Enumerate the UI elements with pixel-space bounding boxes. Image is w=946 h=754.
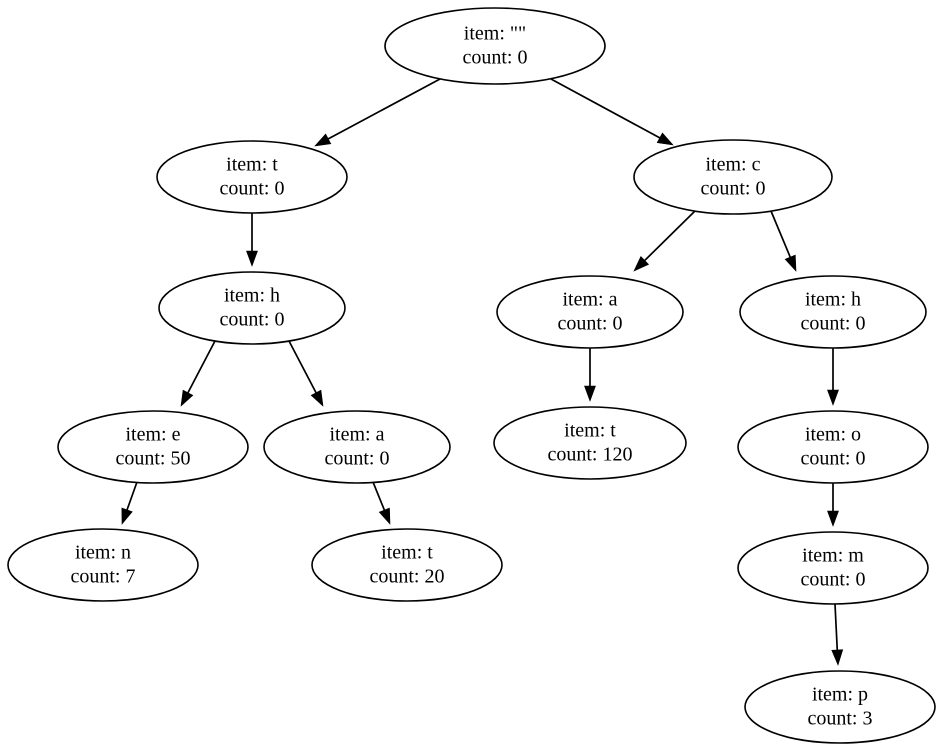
node-count-label: count: 50 bbox=[116, 448, 191, 470]
arrowhead-icon bbox=[784, 254, 797, 272]
node-ellipse bbox=[263, 410, 451, 484]
edge-a1-to-t2 bbox=[584, 348, 596, 402]
node-ellipse bbox=[7, 528, 199, 602]
node-item-label: item: a bbox=[330, 424, 385, 446]
node-item-label: item: n bbox=[75, 542, 131, 564]
node-item-label: item: o bbox=[805, 424, 861, 446]
graph-node-root[interactable]: item: ""count: 0 bbox=[384, 7, 606, 85]
arrowhead-icon bbox=[633, 256, 650, 272]
arrowhead-icon bbox=[378, 507, 391, 525]
edge-line bbox=[770, 210, 792, 258]
arrowhead-icon bbox=[180, 389, 194, 407]
node-ellipse bbox=[311, 528, 503, 602]
node-ellipse bbox=[737, 531, 929, 605]
node-count-label: count: 0 bbox=[463, 47, 528, 69]
edge-h1-to-e1 bbox=[180, 340, 216, 407]
arrowhead-icon bbox=[827, 389, 839, 406]
node-item-label: item: "" bbox=[464, 23, 526, 45]
edge-line bbox=[372, 481, 386, 511]
node-ellipse bbox=[57, 410, 249, 484]
node-count-label: count: 0 bbox=[220, 309, 285, 331]
node-count-label: count: 120 bbox=[548, 444, 633, 466]
node-count-label: count: 0 bbox=[220, 178, 285, 200]
node-ellipse bbox=[496, 275, 684, 349]
node-item-label: item: t bbox=[381, 542, 433, 564]
edge-e1-to-n1 bbox=[121, 481, 138, 525]
node-count-label: count: 0 bbox=[325, 448, 390, 470]
node-count-label: count: 3 bbox=[808, 708, 873, 730]
edge-c1-to-h2 bbox=[770, 210, 797, 272]
edge-h1-to-a2 bbox=[288, 340, 324, 407]
edge-root-to-c1 bbox=[550, 78, 674, 146]
node-ellipse bbox=[737, 410, 929, 484]
node-count-label: count: 0 bbox=[701, 178, 766, 200]
arrowhead-icon bbox=[310, 389, 324, 407]
node-ellipse bbox=[384, 7, 606, 85]
edge-line bbox=[834, 603, 839, 651]
node-item-label: item: a bbox=[563, 289, 618, 311]
edge-line bbox=[644, 210, 696, 262]
node-count-label: count: 0 bbox=[801, 313, 866, 335]
edge-t1-to-h1 bbox=[246, 213, 258, 267]
node-item-label: item: e bbox=[126, 424, 181, 446]
arrowhead-icon bbox=[121, 507, 133, 525]
edge-line bbox=[327, 78, 441, 140]
node-item-label: item: h bbox=[224, 285, 280, 307]
node-count-label: count: 0 bbox=[801, 569, 866, 591]
arrowhead-icon bbox=[656, 132, 674, 146]
edge-a2-to-t3 bbox=[372, 481, 391, 525]
node-item-label: item: c bbox=[706, 154, 761, 176]
edges-layer bbox=[121, 78, 844, 666]
node-ellipse bbox=[158, 271, 346, 345]
arrowhead-icon bbox=[314, 133, 332, 147]
edge-m1-to-p1 bbox=[831, 603, 844, 666]
arrowhead-icon bbox=[246, 250, 258, 267]
node-item-label: item: m bbox=[802, 545, 864, 567]
edge-line bbox=[288, 340, 317, 394]
edge-line bbox=[126, 481, 138, 511]
edge-root-to-t1 bbox=[314, 78, 441, 147]
edge-c1-to-a1 bbox=[633, 210, 696, 272]
arrowhead-icon bbox=[831, 649, 844, 666]
edge-line bbox=[187, 340, 216, 394]
node-count-label: count: 7 bbox=[71, 566, 136, 588]
node-ellipse bbox=[633, 139, 833, 215]
edge-o1-to-m1 bbox=[827, 483, 839, 527]
node-count-label: count: 0 bbox=[801, 448, 866, 470]
node-item-label: item: p bbox=[812, 684, 868, 706]
node-item-label: item: t bbox=[226, 154, 278, 176]
node-ellipse bbox=[156, 140, 348, 214]
arrowhead-icon bbox=[584, 385, 596, 402]
node-item-label: item: t bbox=[564, 420, 616, 442]
node-count-label: count: 0 bbox=[558, 313, 623, 335]
node-ellipse bbox=[739, 275, 927, 349]
node-ellipse bbox=[493, 406, 687, 480]
node-item-label: item: h bbox=[805, 289, 861, 311]
arrowhead-icon bbox=[827, 510, 839, 527]
edge-line bbox=[550, 78, 661, 139]
node-count-label: count: 20 bbox=[370, 566, 445, 588]
edge-h2-to-o1 bbox=[827, 348, 839, 406]
node-ellipse bbox=[744, 670, 936, 744]
